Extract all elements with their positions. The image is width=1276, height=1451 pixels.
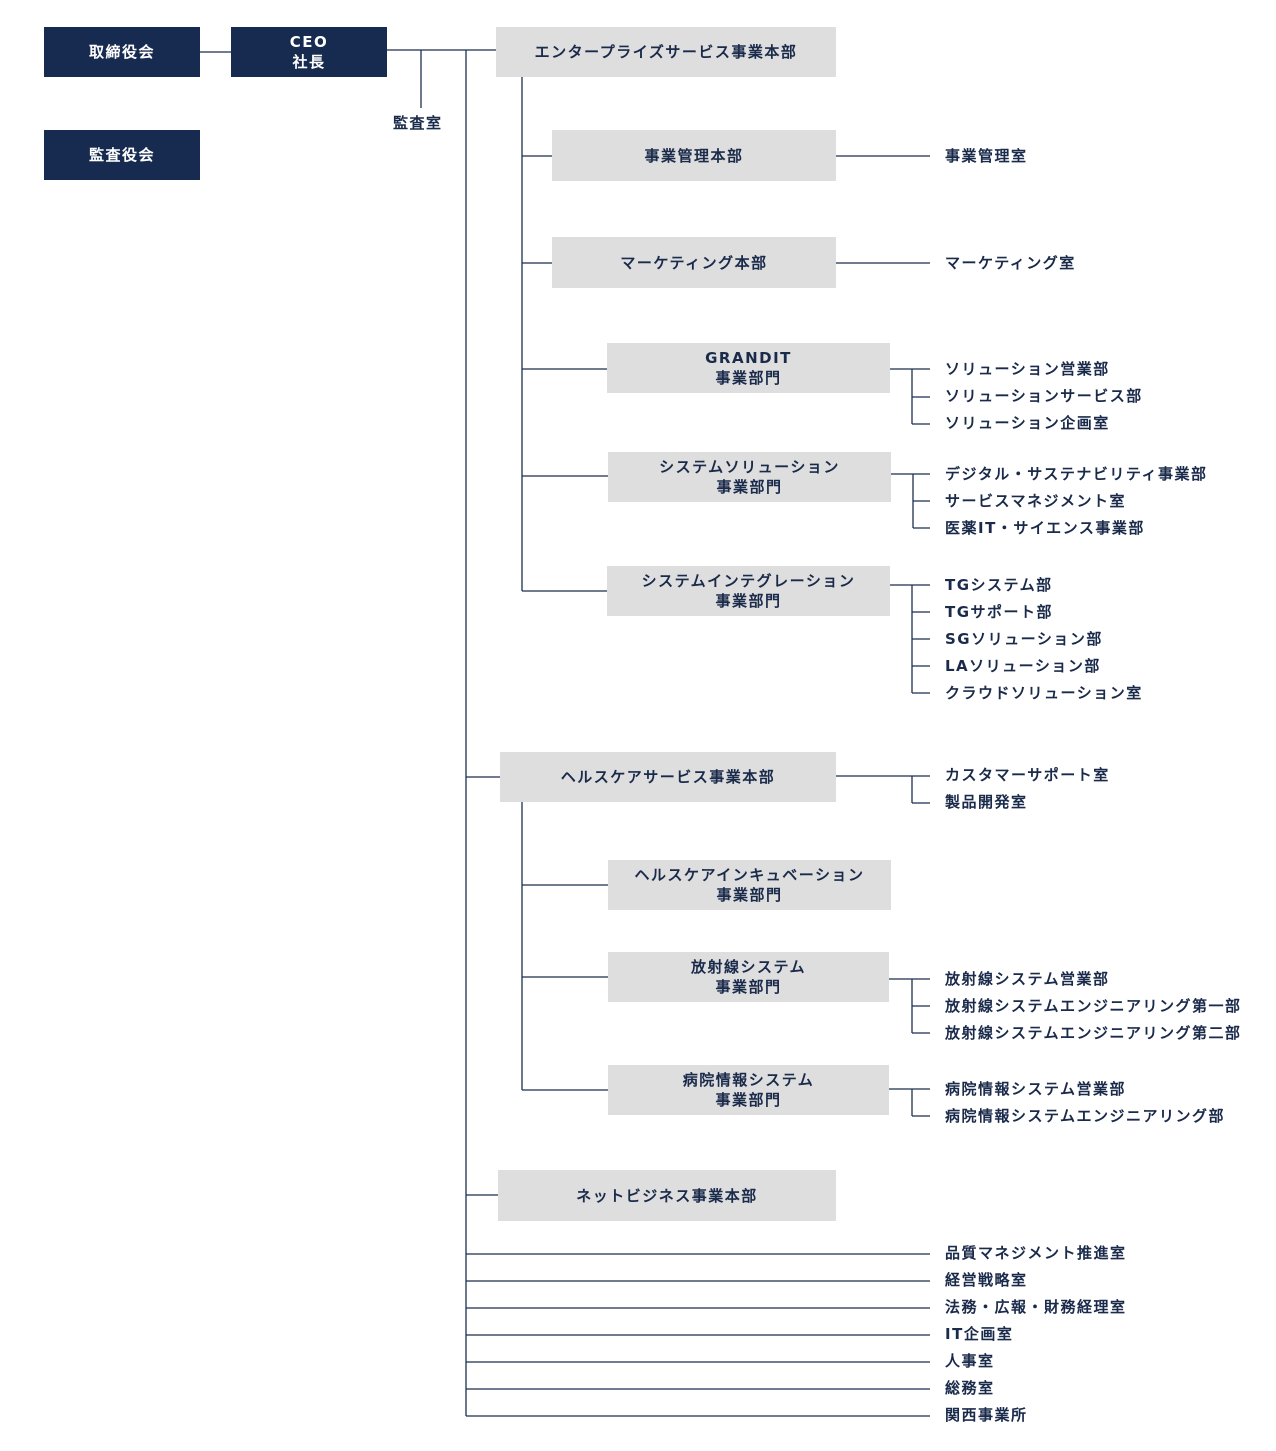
staff-office: 総務室 xyxy=(945,1379,995,1397)
marketing-office: マーケティング室 xyxy=(945,254,1076,272)
system-integration-box: システムインテグレーション 事業部門 xyxy=(607,566,890,616)
hospital-info-box: 病院情報システム 事業部門 xyxy=(608,1065,889,1115)
hospital-info-label-line1: 病院情報システム xyxy=(682,1071,815,1089)
healthcare-child: 製品開発室 xyxy=(945,793,1028,811)
ceo-label-line1: CEO xyxy=(289,33,329,51)
staff-office: 関西事業所 xyxy=(945,1406,1028,1424)
business-mgmt-box: 事業管理本部 xyxy=(552,130,836,181)
net-business-box: ネットビジネス事業本部 xyxy=(498,1170,836,1221)
radiology-box: 放射線システム 事業部門 xyxy=(608,952,889,1002)
radiology-child: 放射線システム営業部 xyxy=(945,970,1110,988)
board-of-directors-label: 取締役会 xyxy=(88,43,155,61)
staff-office: 法務・広報・財務経理室 xyxy=(945,1298,1127,1316)
hospital-info-child: 病院情報システムエンジニアリング部 xyxy=(945,1107,1226,1125)
system-integration-label-line2: 事業部門 xyxy=(715,592,782,610)
grandit-label-line2: 事業部門 xyxy=(715,369,782,387)
grandit-child: ソリューション企画室 xyxy=(945,414,1110,432)
radiology-label-line2: 事業部門 xyxy=(715,978,782,996)
grandit-label-line1: GRANDIT xyxy=(705,349,792,367)
grandit-child: ソリューションサービス部 xyxy=(945,387,1143,405)
radiology-label-line1: 放射線システム xyxy=(690,958,807,976)
healthcare-incubation-box: ヘルスケアインキュベーション 事業部門 xyxy=(608,860,891,910)
staff-office: 経営戦略室 xyxy=(945,1271,1028,1289)
system-solution-label-line2: 事業部門 xyxy=(716,478,783,496)
business-mgmt-label: 事業管理本部 xyxy=(644,146,744,165)
ceo-label-line2: 社長 xyxy=(292,53,326,71)
hospital-info-label-line2: 事業部門 xyxy=(715,1091,782,1109)
system-integration-child: TGサポート部 xyxy=(945,603,1054,621)
healthcare-incubation-label-line2: 事業部門 xyxy=(716,886,783,904)
radiology-child: 放射線システムエンジニアリング第二部 xyxy=(945,1024,1242,1042)
grandit-child: ソリューション営業部 xyxy=(945,360,1110,378)
marketing-label: マーケティング本部 xyxy=(620,253,768,272)
net-business-label: ネットビジネス事業本部 xyxy=(576,1186,758,1205)
board-of-directors-box: 取締役会 xyxy=(44,27,200,77)
healthcare-division-label: ヘルスケアサービス事業本部 xyxy=(560,768,776,786)
healthcare-child: カスタマーサポート室 xyxy=(945,766,1110,784)
system-integration-child: クラウドソリューション室 xyxy=(945,684,1143,702)
audit-board-box: 監査役会 xyxy=(44,130,200,180)
system-integration-child: SGソリューション部 xyxy=(945,630,1103,648)
audit-board-label: 監査役会 xyxy=(88,146,155,164)
healthcare-division-box: ヘルスケアサービス事業本部 xyxy=(500,752,836,802)
grandit-box: GRANDIT 事業部門 xyxy=(607,343,890,393)
business-mgmt-office: 事業管理室 xyxy=(945,147,1028,165)
system-integration-child: LAソリューション部 xyxy=(945,657,1101,675)
system-integration-child: TGシステム部 xyxy=(945,576,1053,594)
staff-office: 品質マネジメント推進室 xyxy=(945,1244,1127,1262)
audit-office-label: 監査室 xyxy=(393,114,443,132)
hospital-info-child: 病院情報システム営業部 xyxy=(945,1080,1127,1098)
staff-office: IT企画室 xyxy=(945,1325,1014,1343)
healthcare-incubation-label-line1: ヘルスケアインキュベーション xyxy=(634,866,865,884)
marketing-box: マーケティング本部 xyxy=(552,237,836,288)
system-solution-box: システムソリューション 事業部門 xyxy=(608,452,891,502)
radiology-child: 放射線システムエンジニアリング第一部 xyxy=(945,997,1242,1015)
system-solution-child: デジタル・サステナビリティ事業部 xyxy=(945,465,1208,483)
enterprise-division-label: エンタープライズサービス事業本部 xyxy=(534,43,798,61)
ceo-box: CEO 社長 xyxy=(231,27,387,77)
system-solution-label-line1: システムソリューション xyxy=(659,458,840,476)
system-integration-label-line1: システムインテグレーション xyxy=(641,572,856,590)
staff-office: 人事室 xyxy=(945,1352,995,1370)
system-solution-child: 医薬IT・サイエンス事業部 xyxy=(945,519,1145,537)
system-solution-child: サービスマネジメント室 xyxy=(945,492,1127,510)
enterprise-division-box: エンタープライズサービス事業本部 xyxy=(496,27,836,77)
